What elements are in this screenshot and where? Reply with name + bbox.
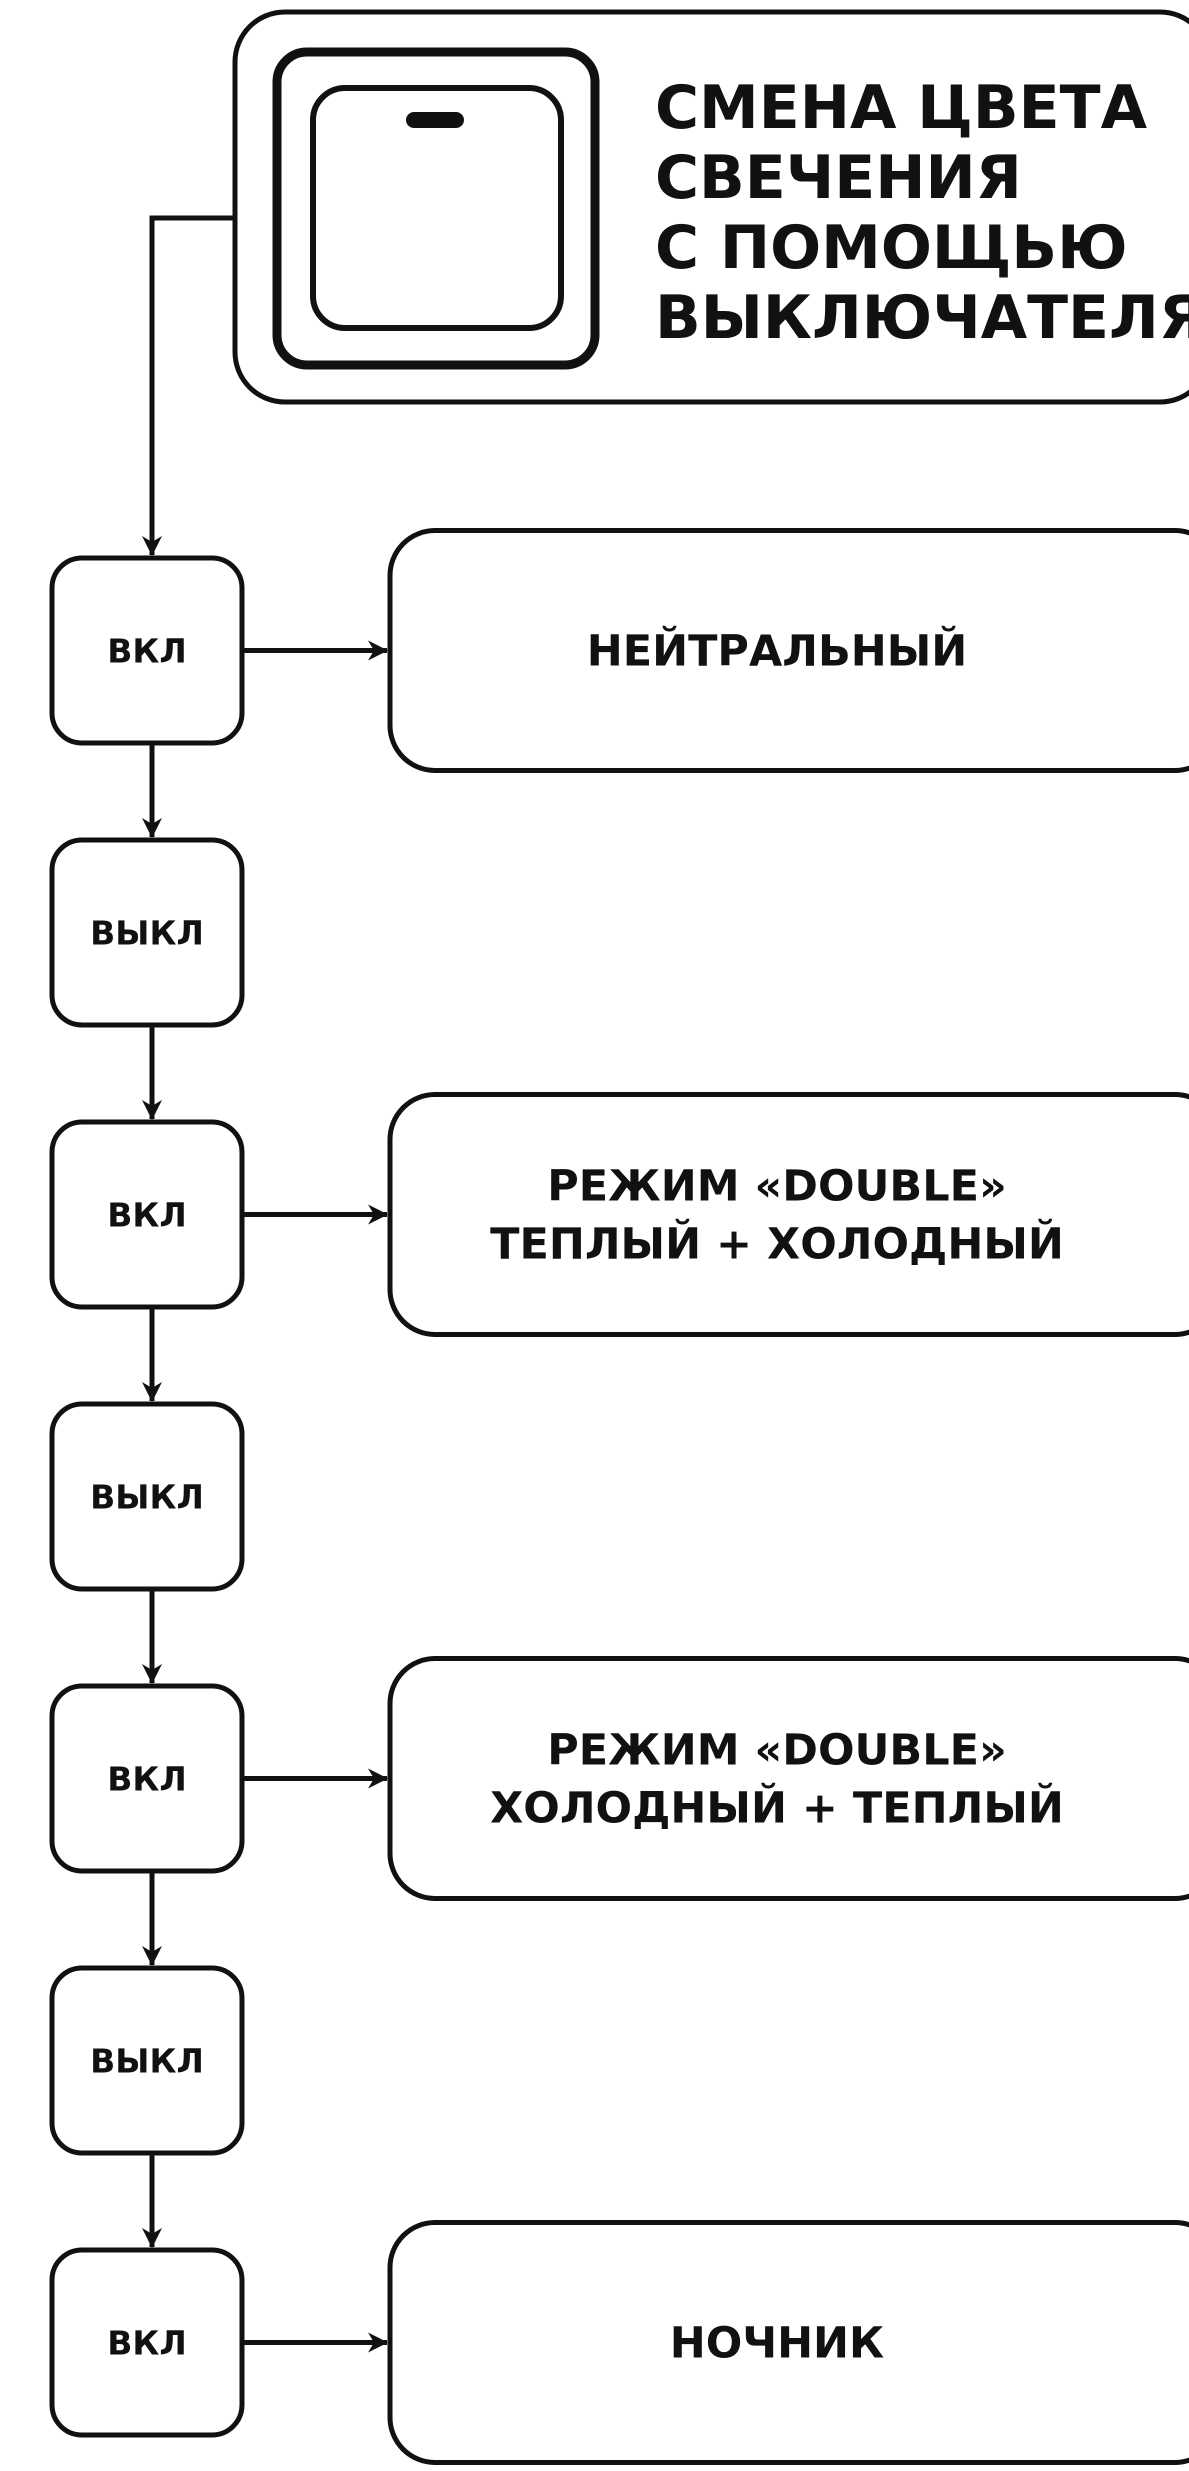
step-box bbox=[49, 1965, 245, 2156]
step-label: ВКЛ bbox=[107, 1760, 187, 1799]
step-label: ВКЛ bbox=[107, 1196, 187, 1235]
step-label: ВКЛ bbox=[107, 632, 187, 671]
title-line: СМЕНА ЦВЕТА bbox=[655, 73, 1148, 143]
result-label: НОЧНИК bbox=[670, 2319, 884, 2369]
step-label: ВЫКЛ bbox=[90, 914, 204, 953]
step-label: ВЫКЛ bbox=[90, 2042, 204, 2081]
result-label: РЕЖИМ «DOUBLE» bbox=[547, 1162, 1007, 1212]
step-box bbox=[49, 837, 245, 1028]
result-box bbox=[387, 2220, 1189, 2465]
title-box-frame bbox=[232, 9, 1189, 405]
result-label: РЕЖИМ «DOUBLE» bbox=[547, 1726, 1007, 1776]
steps-group: ВКЛ НЕЙТРАЛЬНЫЙ ВЫКЛ ВКЛ РЕЖИМ «DOUBLE» ТЕПЛЫ… bbox=[49, 528, 1189, 2465]
result-label: НЕЙТРАЛЬНЫЙ bbox=[587, 626, 968, 677]
title-line: С ПОМОЩЬЮ bbox=[655, 213, 1128, 283]
result-box bbox=[387, 528, 1189, 773]
title-line: СВЕЧЕНИЯ bbox=[655, 143, 1022, 213]
result-label: ТЕПЛЫЙ + ХОЛОДНЫЙ bbox=[490, 1219, 1064, 1270]
result-box bbox=[387, 1656, 1189, 1901]
step-box bbox=[49, 1401, 245, 1592]
step-label: ВКЛ bbox=[107, 2324, 187, 2363]
wall-switch-icon bbox=[272, 47, 600, 370]
title-box: СМЕНА ЦВЕТА СВЕЧЕНИЯ С ПОМОЩЬЮ ВЫКЛЮЧАТЕ… bbox=[232, 9, 1189, 405]
result-box bbox=[387, 1092, 1189, 1337]
result-label: ХОЛОДНЫЙ + ТЕПЛЫЙ bbox=[490, 1783, 1064, 1834]
step-label: ВЫКЛ bbox=[90, 1478, 204, 1517]
title-connector-arrow bbox=[142, 215, 235, 556]
title-line: ВЫКЛЮЧАТЕЛЯ bbox=[655, 283, 1189, 353]
